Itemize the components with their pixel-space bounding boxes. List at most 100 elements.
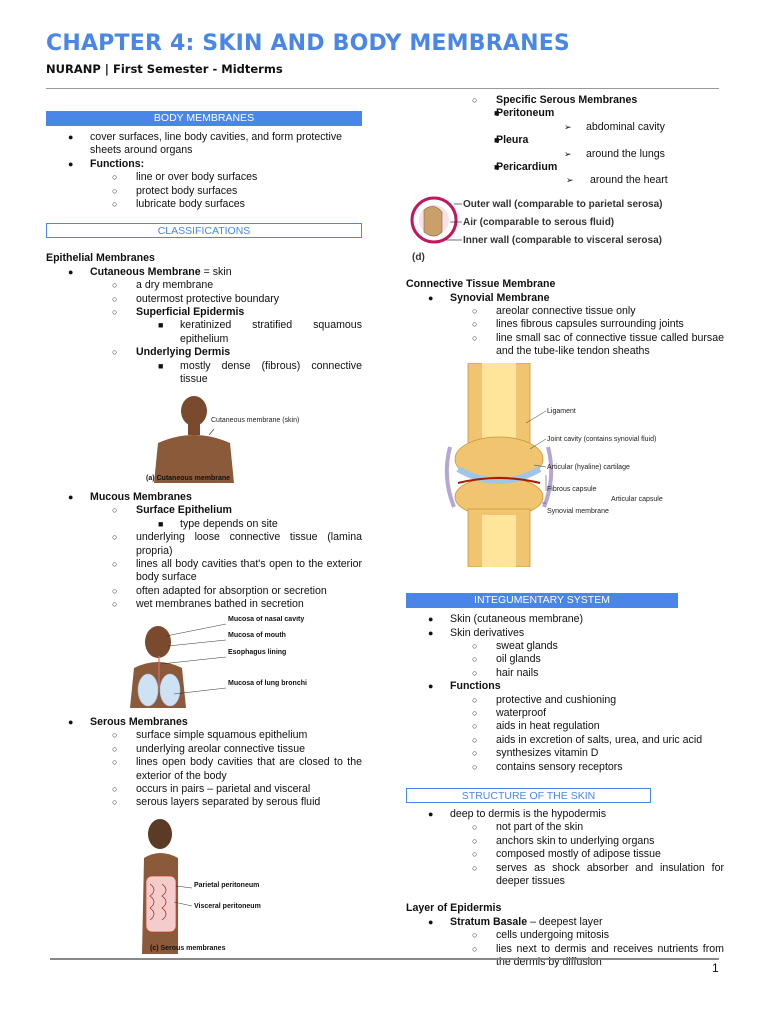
list-item: ○lubricate body surfaces	[112, 198, 245, 211]
list-item: ○hair nails	[472, 666, 539, 679]
specific-serous-list: ○Specific Serous Membranes ■Peritoneum ➢…	[406, 94, 724, 188]
page-subtitle: NURANP | First Semester - Midterms	[46, 62, 283, 76]
right-column: ○Specific Serous Membranes ■Peritoneum ➢…	[406, 94, 724, 969]
list-item: ○lines fibrous capsules surrounding join…	[472, 318, 684, 331]
mucosa-mouth-label: Mucosa of mouth	[228, 632, 286, 639]
page-title: CHAPTER 4: SKIN AND BODY MEMBRANES	[46, 31, 570, 56]
list-item: ■Pleura	[494, 134, 529, 147]
list-item: ●Skin (cutaneous membrane)	[428, 613, 584, 626]
list-item: ○oil glands	[472, 653, 541, 666]
list-item: ○sweat glands	[472, 639, 558, 652]
serous-caption: (c) Serous membranes	[150, 945, 226, 952]
list-item: ○occurs in pairs – parietal and visceral	[112, 783, 311, 795]
figure-tag-d: (d)	[412, 252, 425, 263]
cutaneous-label: Cutaneous membrane (skin)	[211, 417, 299, 424]
list-item: ○waterproof	[472, 706, 547, 719]
list-item: ➢abdominal cavity	[564, 120, 665, 133]
list-item: ○line or over body surfaces	[112, 171, 258, 184]
cutaneous-caption: (a) Cutaneous membrane	[146, 475, 230, 482]
connective-list: ●Synovial Membrane ○areolar connective t…	[406, 292, 724, 359]
list-item: ○underlying loose connective tissue (lam…	[112, 531, 362, 557]
ligament-label: Ligament	[547, 408, 576, 415]
list-item: ●Synovial Membrane	[428, 291, 550, 304]
list-item: ●Skin derivatives	[428, 626, 525, 639]
list-item: ●Functions	[428, 680, 501, 693]
list-item: ➢around the lungs	[564, 147, 665, 160]
serous-membrane-figure: Parietal peritoneum Visceral peritoneum …	[142, 818, 261, 954]
list-item: ○aids in heat regulation	[472, 720, 600, 733]
mucous-membrane-figure: Mucosa of nasal cavity Mucosa of mouth E…	[130, 616, 307, 708]
list-item: ○composed mostly of adipose tissue	[472, 848, 661, 861]
list-item: ●Functions:	[68, 157, 145, 170]
list-item: ○often adapted for absorption or secreti…	[112, 584, 327, 597]
body-membranes-list: ●cover surfaces, line body cavities, and…	[46, 131, 362, 211]
list-item: ○lines all body cavities that's open to …	[112, 557, 362, 584]
footer-divider	[50, 958, 719, 960]
visceral-label: Visceral peritoneum	[194, 903, 261, 910]
epithelial-title: Epithelial Membranes	[46, 252, 155, 265]
list-item: ●deep to dermis is the hypodermis	[428, 807, 607, 820]
synovial-membrane-label: Synovial membrane	[547, 508, 609, 515]
list-item: ○a dry membrane	[112, 279, 214, 292]
list-item: ○protect body surfaces	[112, 184, 238, 197]
joint-cavity-label: Joint cavity (contains synovial fluid)	[547, 436, 656, 443]
list-item: ○areolar connective tissue only	[472, 305, 636, 318]
legend-air: Air (comparable to serous fluid)	[463, 217, 614, 228]
parietal-label: Parietal peritoneum	[194, 882, 259, 889]
header-divider	[46, 88, 719, 89]
list-item: ○Surface Epithelium	[112, 504, 232, 517]
list-item: ○anchors skin to underlying organs	[472, 834, 655, 847]
list-item: ●cover surfaces, line body cavities, and…	[68, 131, 343, 157]
epidermis-list: ●Stratum Basale – deepest layer ○cells u…	[406, 916, 724, 970]
list-item: ■mostly dense (fibrous) connective tissu…	[158, 359, 362, 386]
list-item: ●Cutaneous Membrane = skin	[68, 265, 232, 278]
list-item: ○line small sac of connective tissue cal…	[472, 331, 724, 358]
mucosa-nasal-label: Mucosa of nasal cavity	[228, 616, 304, 623]
mucosa-lung-label: Mucosa of lung bronchi	[228, 680, 307, 687]
list-item: ○aids in excretion of salts, urea, and u…	[472, 733, 703, 746]
articular-capsule-label: Articular capsule	[611, 496, 663, 503]
list-item: ○wet membranes bathed in secretion	[112, 598, 304, 611]
list-item: ○underlying areolar connective tissue	[112, 742, 306, 755]
list-item: ○Underlying Dermis	[112, 346, 231, 359]
list-item: ○synthesizes vitamin D	[472, 747, 599, 760]
head-shape	[181, 395, 207, 426]
heading-body-membranes: BODY MEMBRANES	[46, 111, 362, 126]
left-column: BODY MEMBRANES ●cover surfaces, line bod…	[46, 108, 362, 962]
integumentary-list: ●Skin (cutaneous membrane) ●Skin derivat…	[406, 613, 724, 774]
list-item: ○serous layers separated by serous fluid	[112, 796, 321, 809]
list-item: ○outermost protective boundary	[112, 292, 280, 305]
fibrous-capsule-label: Fibrous capsule	[547, 486, 597, 493]
heading-integumentary: INTEGUMENTARY SYSTEM	[406, 593, 678, 609]
list-item: ○cells undergoing mitosis	[472, 929, 610, 942]
mucous-list: ●Mucous Membranes ○Surface Epithelium ■t…	[46, 491, 362, 612]
structure-list: ●deep to dermis is the hypodermis ○not p…	[406, 808, 724, 888]
heading-classifications: CLASSIFICATIONS	[46, 223, 362, 239]
torso-shape	[154, 434, 234, 483]
list-item: ➢around the heart	[566, 174, 668, 187]
esophagus-label: Esophagus lining	[228, 649, 286, 656]
cartilage-label: Articular (hyaline) cartilage	[547, 464, 630, 471]
page-number: 1	[712, 961, 719, 975]
epidermis-title: Layer of Epidermis	[406, 902, 502, 915]
list-item: ○contains sensory receptors	[472, 760, 623, 773]
heading-structure-of-skin: STRUCTURE OF THE SKIN	[406, 787, 651, 803]
serous-balloon-figure: Outer wall (comparable to parietal seros…	[410, 196, 663, 263]
list-item: ●Mucous Membranes	[68, 490, 192, 503]
legend-outer-wall: Outer wall (comparable to parietal seros…	[463, 199, 663, 210]
list-item: ○Specific Serous Membranes	[472, 94, 638, 106]
synovial-joint-figure: Ligament Joint cavity (contains synovial…	[444, 362, 663, 568]
list-item: ●Stratum Basale – deepest layer	[428, 915, 603, 928]
list-item: ■type depends on site	[158, 517, 278, 530]
list-item: ○serves as shock absorber and insulation…	[472, 861, 724, 887]
list-item: ○lines open body cavities that are close…	[112, 756, 362, 782]
cutaneous-list: ●Cutaneous Membrane = skin ○a dry membra…	[46, 266, 362, 387]
connective-title: Connective Tissue Membrane	[406, 278, 556, 291]
list-item: ■Pericardium	[494, 161, 558, 174]
cutaneous-membrane-figure: Cutaneous membrane (skin) (a) Cutaneous …	[146, 395, 299, 483]
list-item: ○not part of the skin	[472, 821, 584, 834]
list-item: ○Superficial Epidermis	[112, 306, 245, 319]
list-item: ●Serous Membranes	[68, 715, 188, 728]
list-item: ○lies next to dermis and receives nutrie…	[472, 942, 724, 969]
list-item: ■keratinized stratified squamous epithel…	[158, 319, 362, 345]
